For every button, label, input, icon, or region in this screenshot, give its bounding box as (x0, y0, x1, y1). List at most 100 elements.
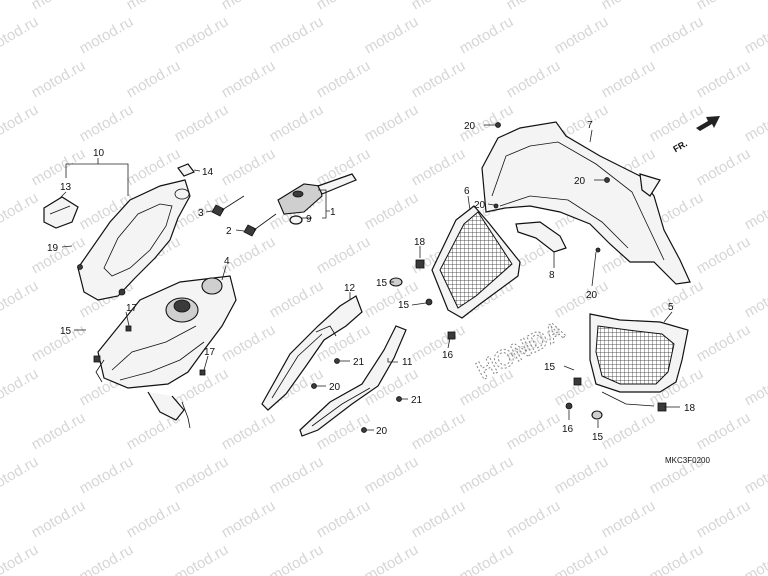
watermark-text: motod.ru (314, 497, 374, 541)
watermark-text: motod.ru (219, 497, 279, 541)
part-14-label (177, 163, 195, 177)
watermark-text: motod.ru (647, 541, 707, 576)
callout-21-a: 21 (353, 357, 365, 368)
watermark-text: motod.ru (0, 101, 41, 145)
watermark-text: motod.ru (742, 541, 768, 576)
watermark-text: motod.ru (694, 233, 754, 277)
watermark-text: motod.ru (552, 277, 612, 321)
part-4-body (93, 275, 237, 429)
part-5-cover (565, 313, 689, 420)
part-6-radiator (389, 205, 521, 340)
watermark-text: motod.ru (219, 145, 279, 189)
watermark-text: motod.ru (504, 57, 564, 101)
watermark-text: motod.ru (457, 13, 517, 57)
watermark-text: motod.ru (647, 101, 707, 145)
part-11-bracket (299, 325, 407, 437)
callout-21-b: 21 (411, 395, 423, 406)
callout-10: 10 (93, 148, 105, 159)
callout-6: 6 (464, 186, 470, 197)
part-7-frame (481, 121, 691, 285)
watermark-text: motod.ru (267, 13, 327, 57)
watermark-text: motod.ru (504, 409, 564, 453)
watermark-text: motod.ru (694, 145, 754, 189)
callout-8: 8 (549, 270, 555, 281)
part-10-tray (77, 179, 191, 301)
watermark-text: motod.ru (457, 541, 517, 576)
watermark-text: motod.ru (409, 57, 469, 101)
part-3-screw (211, 195, 245, 217)
watermark-text: motod.ru (362, 189, 422, 233)
watermark-text: motod.ru (77, 541, 137, 576)
callout-20-f: 20 (586, 290, 598, 301)
callout-16-a: 16 (442, 350, 454, 361)
callout-17-a: 17 (126, 303, 138, 314)
leader-lines (59, 124, 680, 431)
watermark-text: motod.ru (409, 497, 469, 541)
watermark-text: motod.ru (172, 453, 232, 497)
callout-20-c: 20 (464, 121, 476, 132)
watermark-text: motod.ru (219, 57, 279, 101)
watermark-text: motod.ru (362, 541, 422, 576)
watermark-text: motod.ru (599, 57, 659, 101)
honda-brand-mark: HONDA (471, 314, 569, 385)
watermark-text: motod.ru (29, 57, 89, 101)
callout-19: 19 (47, 243, 59, 254)
watermark-text: motod.ru (694, 497, 754, 541)
callout-17-b: 17 (204, 347, 216, 358)
watermark-text: motod.ru (599, 497, 659, 541)
watermark-text: motod.ru (362, 13, 422, 57)
part-9-key (277, 173, 357, 225)
watermark-text: motod.ru (742, 101, 768, 145)
watermark-text: motod.ru (124, 0, 184, 13)
watermark-text: motod.ru (647, 13, 707, 57)
front-label: FR. (671, 138, 689, 154)
watermark-text: motod.ru (599, 409, 659, 453)
watermark-text: motod.ru (77, 453, 137, 497)
watermark-text: motod.ru (694, 0, 754, 13)
diagram-code: MKC3F0200 (665, 456, 710, 465)
part-2-screw (243, 213, 277, 237)
watermark-text: motod.ru (0, 277, 41, 321)
callout-18-a: 18 (414, 237, 426, 248)
watermark-text: motod.ru (742, 365, 768, 409)
watermark-text: motod.ru (504, 0, 564, 13)
watermark-text: motod.ru (694, 321, 754, 365)
watermark-text: motod.ru (77, 13, 137, 57)
watermark-text: motod.ru (219, 409, 279, 453)
callout-15-b: 15 (376, 278, 388, 289)
part-12-bracket (261, 295, 363, 411)
callout-15-d: 15 (544, 362, 556, 373)
callout-20-a: 20 (329, 382, 341, 393)
part-8-strip (515, 221, 567, 253)
watermark-text: motod.ru (0, 13, 41, 57)
callout-20-d: 20 (574, 176, 586, 187)
watermark-text: motod.ru (219, 321, 279, 365)
callout-16-b: 16 (562, 424, 574, 435)
watermark-text: motod.ru (742, 13, 768, 57)
watermark-text: motod.ru (172, 101, 232, 145)
callout-15-c: 15 (398, 300, 410, 311)
watermark-text: motod.ru (267, 277, 327, 321)
callout-9: 9 (306, 214, 312, 225)
watermark-text: motod.ru (0, 541, 41, 576)
callout-20-b: 20 (376, 426, 388, 437)
callout-15-a: 15 (60, 326, 72, 337)
watermark-text: motod.ru (267, 541, 327, 576)
watermark-text: motod.ru (29, 497, 89, 541)
watermark-text: motod.ru (504, 497, 564, 541)
callout-15-e: 15 (592, 432, 604, 443)
watermark-text: motod.ru (29, 0, 89, 13)
watermark-text: motod.ru (124, 57, 184, 101)
watermark-text: motod.ru (742, 189, 768, 233)
watermark-text: motod.ru (409, 145, 469, 189)
watermark-text: motod.ru (362, 453, 422, 497)
callout-2: 2 (226, 226, 232, 237)
watermark-text: motod.ru (742, 453, 768, 497)
watermark-text: motod.ru (599, 0, 659, 13)
callout-3: 3 (198, 208, 204, 219)
callout-18-b: 18 (684, 403, 696, 414)
callout-14: 14 (202, 167, 214, 178)
callout-7: 7 (587, 120, 593, 131)
watermark-text: motod.ru (552, 541, 612, 576)
watermark-text: motod.ru (172, 13, 232, 57)
